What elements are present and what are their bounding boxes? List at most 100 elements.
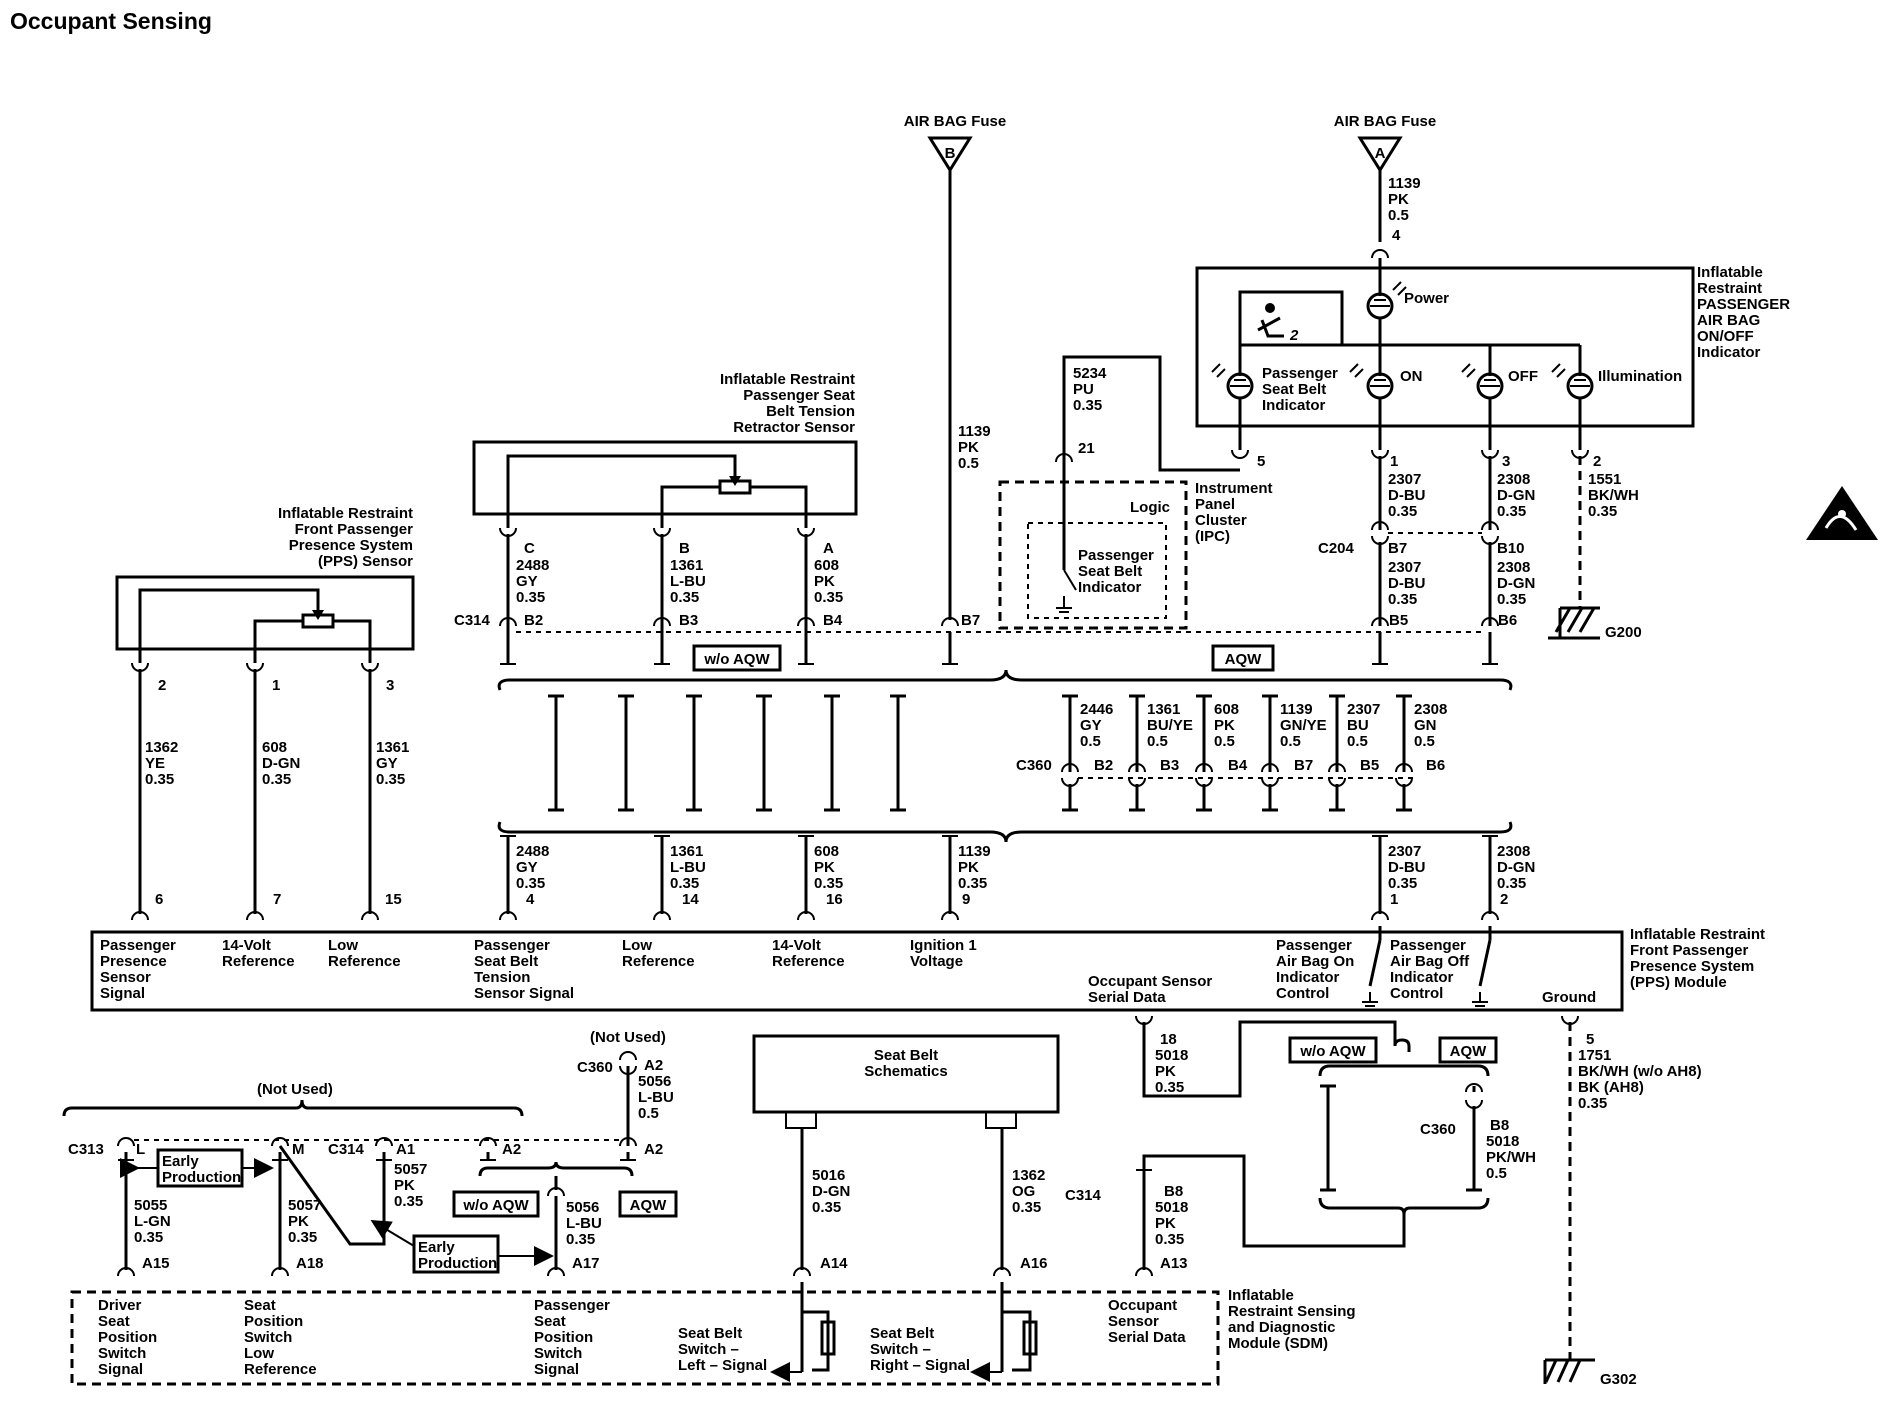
label-line: Ignition 1 [910,937,977,954]
label-line: Front Passenger [295,521,414,538]
label-line: Sensor [1108,1313,1159,1330]
label-line: Passenger Seat [743,387,855,404]
off-control-switch-icon [1472,926,1492,1007]
label-connectors-c204: C204 [1318,540,1355,557]
wire-spec-line: PK [1214,717,1235,734]
c360-wire-segment [1329,784,1345,812]
c360-wire-segment [1196,694,1212,772]
label-line: Air Bag Off [1390,953,1470,970]
label-pins-sdm-a14: A14 [820,1255,848,1272]
label-line: PASSENGER [1697,296,1790,313]
label-line: Right – Signal [870,1357,970,1374]
wire-spec-line: 5057 [288,1197,321,1214]
label-line: Passenger [1390,937,1466,954]
wire-spec-line: 5234 [1073,365,1107,382]
label-line: Low [622,937,652,954]
label-line: Seat Belt [874,1047,938,1064]
option-aqw-left: AQW [618,1190,678,1218]
label-pins-c204-b10: B10 [1497,540,1525,557]
label-pins-c314-b7: B7 [961,612,980,629]
wire-spec-line: 0.5 [1147,733,1168,750]
off-lamp-icon [1461,363,1504,400]
label-line: Seat Belt [870,1325,934,1342]
label-line: ON/OFF [1697,328,1754,345]
wire-spec-line: 608 [814,843,839,860]
wire-spec-line: L-BU [566,1215,602,1232]
illumination-lamp-icon [1551,363,1594,400]
wire-spec-line: 1361 [1147,701,1180,718]
seat-position-circuit: (Not Used) (Not Used) C360 A2 5056L-BU0.… [62,1029,678,1277]
wire-spec-line: 1361 [376,739,409,756]
label-line: Cluster [1195,512,1247,529]
air-bag-fuse-b: AIR BAG Fuse B [904,113,1006,620]
wire-spec-line: 2307 [1388,559,1421,576]
label-indicator-lamps-power: Power [1404,290,1449,307]
wire-spec-line: D-BU [1388,487,1426,504]
wire-spec-line: D-GN [812,1183,850,1200]
label-line: Serial Data [1108,1329,1186,1346]
label-line: Belt Tension [766,403,855,420]
wire-spec-line: GN/YE [1280,717,1327,734]
label-pins-c360-b7: B7 [1294,757,1313,774]
label-options-wo-aqw: w/o AQW [703,651,770,668]
c360-wire-segment [1062,784,1078,812]
wire-spec-line: 0.35 [566,1231,595,1248]
label-pins-mod-1: 1 [1390,891,1398,908]
wire-spec-line: 1139 [1388,175,1421,192]
label-options-not-used: (Not Used) [590,1029,666,1046]
label-line: Panel [1195,496,1235,513]
wire-spec-line: 2446 [1080,701,1113,718]
wire-spec-line: 0.35 [1497,875,1526,892]
label-line: Indicator [1078,579,1142,596]
option-aqw-lower: AQW [1438,1036,1498,1064]
label-line: Schematics [864,1063,947,1080]
label-line: Control [1276,985,1329,1002]
wire-spec-line: 2307 [1388,471,1421,488]
label-pins-ipc-pin-21: 21 [1078,440,1095,457]
wire-spec-line: L-BU [638,1089,674,1106]
wire-spec-line: 0.35 [1155,1231,1184,1248]
wire-spec-line: 0.35 [814,589,843,606]
label-pins-c314-b6: B6 [1498,612,1517,629]
wire-spec-line: OG [1012,1183,1035,1200]
label-connectors-c314-b8: C314 [1065,1187,1102,1204]
label-pins-c360-a2-top: A2 [644,1057,663,1074]
label-line: Switch – [870,1341,931,1358]
wire-spec-line: 0.35 [670,875,699,892]
label-line: Inflatable [1697,264,1763,281]
label-pins-ipc-pin-5: 5 [1257,453,1265,470]
wire-spec-line: 5016 [812,1167,845,1184]
wire-spec-line: 0.5 [1347,733,1368,750]
label-line: Driver [98,1297,142,1314]
label-line: (IPC) [1195,528,1230,545]
wire-spec-line: GY [516,573,538,590]
wo-aqw-jumpers [548,694,906,812]
label-fuses-1-letter: A [1375,145,1386,162]
label-line: Control [1390,985,1443,1002]
label-pins-c313-l: L [136,1141,145,1158]
wire-spec-line: D-BU [1388,575,1426,592]
label-line: (PPS) Sensor [318,553,413,570]
option-wo-aqw-top: w/o AQW [692,644,782,672]
label-pins-mod-9: 9 [962,891,970,908]
on-lamp-icon [1349,363,1394,400]
label-line: Presence [100,953,167,970]
